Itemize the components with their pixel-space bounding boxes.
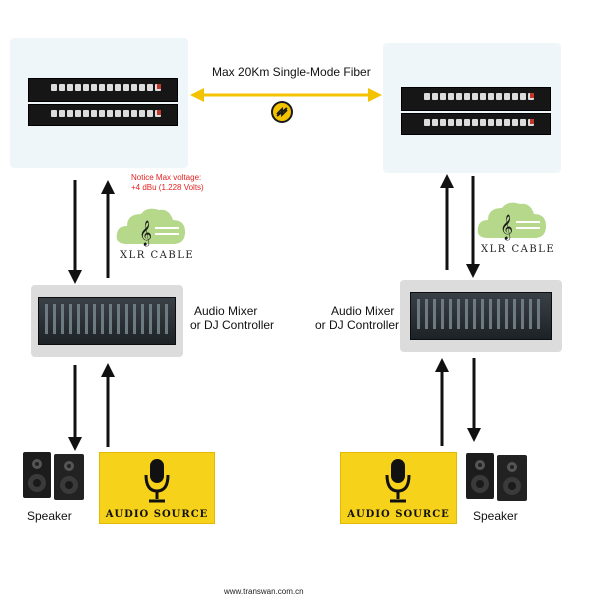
fiber-label: Max 20Km Single-Mode Fiber bbox=[212, 65, 371, 79]
fiber-link-arrow bbox=[190, 88, 382, 102]
left-down-arrow-upper bbox=[68, 180, 82, 284]
right-down-arrow-upper bbox=[466, 176, 480, 278]
right-audio-source-label: AUDIO SOURCE bbox=[347, 509, 450, 520]
xlr-cable-label-right: XLR CABLE bbox=[481, 244, 556, 255]
right-speaker-label: Speaker bbox=[473, 509, 518, 523]
svg-text:𝄞: 𝄞 bbox=[139, 220, 152, 246]
left-up-arrow-upper bbox=[101, 180, 115, 278]
voltage-notice-line1: Notice Max voltage: bbox=[131, 173, 202, 182]
right-mixer-label-line2: or DJ Controller bbox=[315, 318, 400, 332]
xlr-cloud-icon-right: 𝄞 bbox=[477, 202, 546, 240]
left-speakers-icon bbox=[23, 452, 84, 500]
left-down-arrow-lower bbox=[68, 365, 82, 451]
right-audio-source-box: AUDIO SOURCE bbox=[340, 452, 457, 524]
xlr-cable-label-left: XLR CABLE bbox=[120, 250, 195, 261]
right-up-arrow-lower bbox=[435, 358, 449, 446]
right-mixer-console bbox=[410, 292, 552, 340]
left-up-arrow-lower bbox=[101, 363, 115, 447]
left-converter-panel bbox=[10, 38, 188, 168]
microphone-icon-left bbox=[144, 459, 170, 503]
microphone-icon-right bbox=[385, 459, 411, 503]
left-speaker-label: Speaker bbox=[27, 509, 72, 523]
left-converter-unit-bottom bbox=[28, 104, 178, 126]
right-converter-unit-bottom bbox=[401, 113, 551, 135]
right-down-arrow-lower bbox=[467, 358, 481, 442]
left-mixer-console bbox=[38, 297, 176, 345]
right-converter-panel bbox=[383, 43, 561, 173]
left-audio-source-box: AUDIO SOURCE bbox=[99, 452, 215, 524]
left-converter-unit-top bbox=[28, 78, 178, 102]
xlr-cloud-icon-left: 𝄞 bbox=[116, 208, 185, 246]
footer-url: www.transwan.com.cn bbox=[224, 587, 304, 596]
left-mixer-label-line2: or DJ Controller bbox=[190, 318, 275, 332]
left-mixer-label-line1: Audio Mixer bbox=[194, 304, 258, 318]
svg-text:𝄞: 𝄞 bbox=[500, 214, 513, 240]
right-speakers-icon bbox=[466, 453, 527, 501]
left-audio-source-label: AUDIO SOURCE bbox=[105, 509, 209, 520]
voltage-notice-line2: +4 dBu (1.228 Volts) bbox=[131, 183, 204, 192]
right-up-arrow-upper bbox=[440, 174, 454, 270]
fiber-optic-badge-icon bbox=[271, 101, 293, 123]
right-mixer-label-line1: Audio Mixer bbox=[331, 304, 395, 318]
right-converter-unit-top bbox=[401, 87, 551, 111]
